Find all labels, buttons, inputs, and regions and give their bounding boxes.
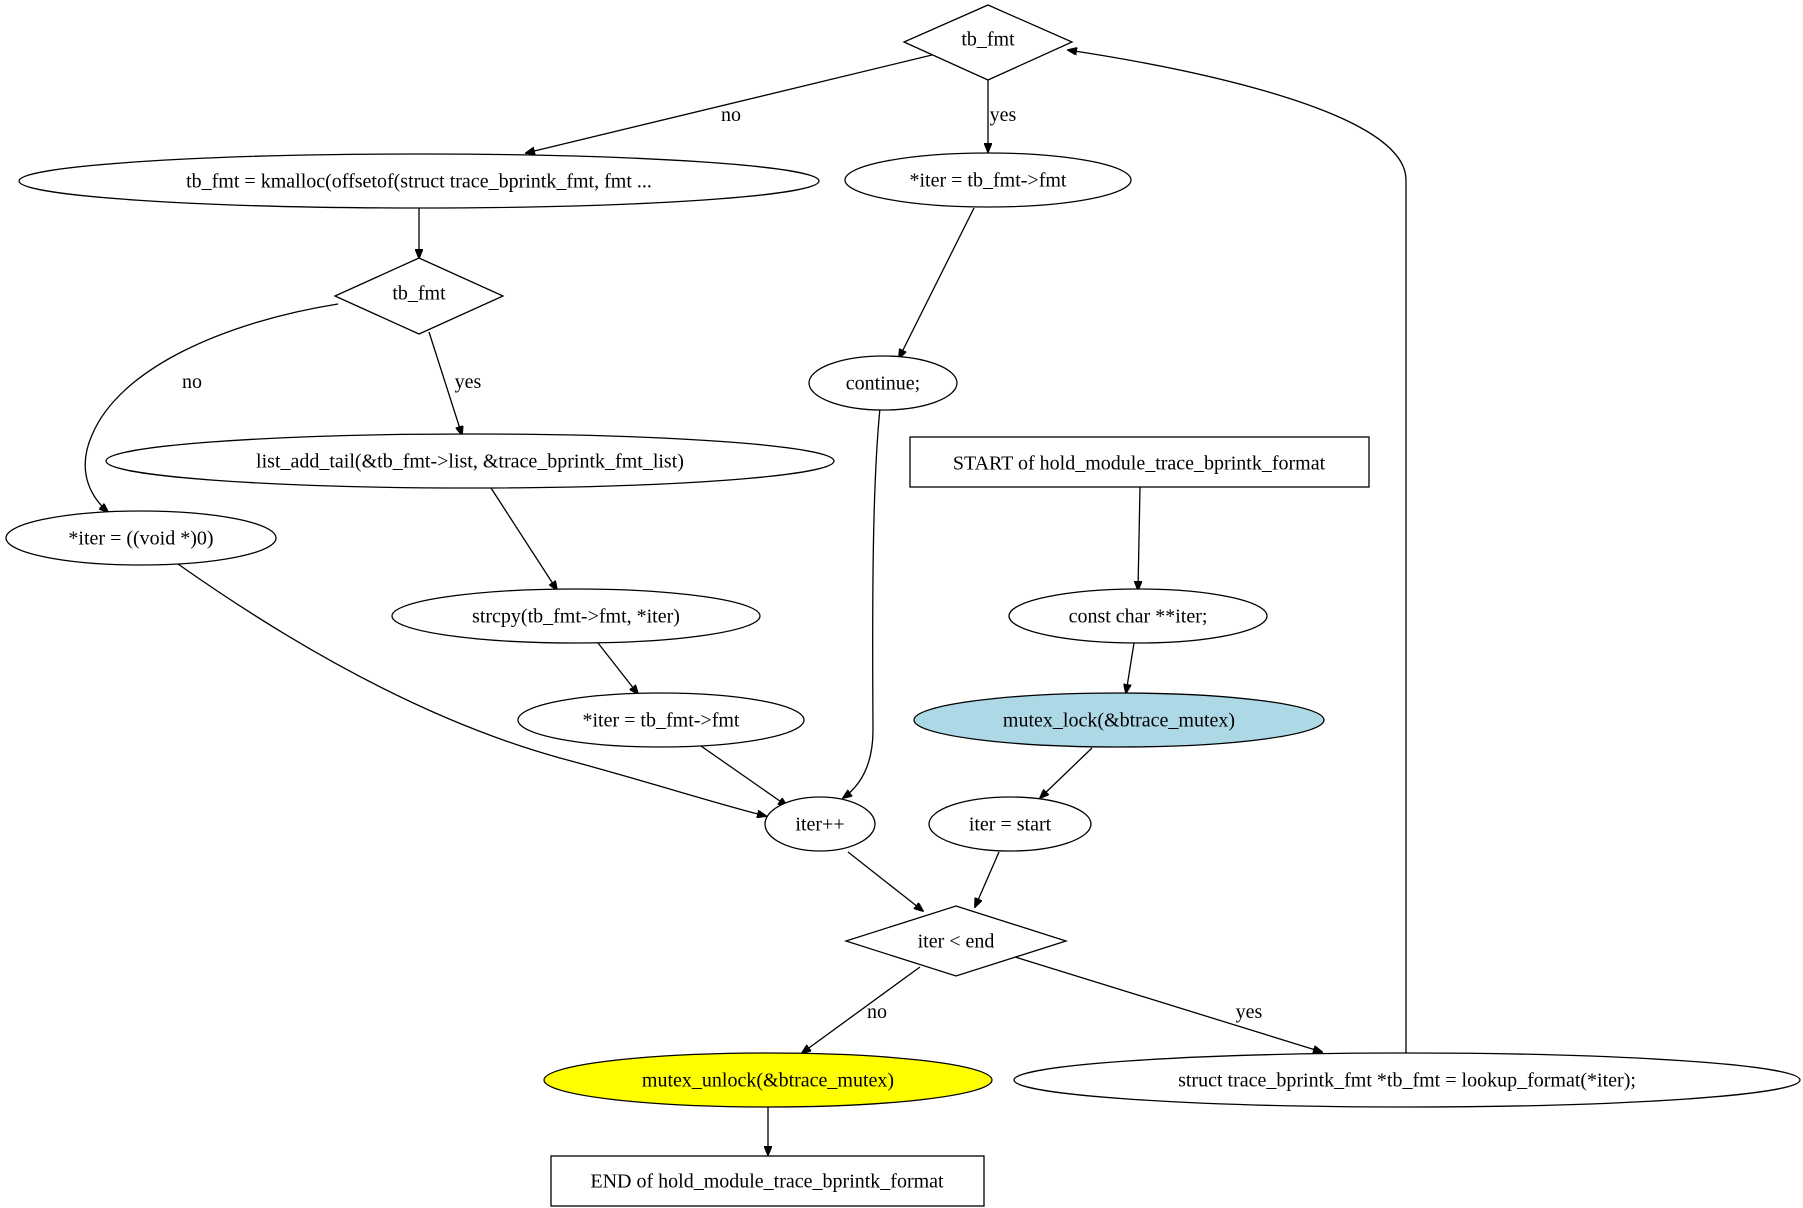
iter-null-node: *iter = ((void *)0) — [5, 510, 277, 566]
mutex-lock-node: mutex_lock(&btrace_mutex) — [913, 692, 1325, 748]
edges — [84, 50, 1407, 1155]
strcpy-node: strcpy(tb_fmt->fmt, *iter) — [391, 588, 761, 644]
edge-check2-to-listadd — [428, 331, 462, 435]
lookup-node: struct trace_bprintk_fmt *tb_fmt = looku… — [1013, 1052, 1801, 1108]
edge-iterstart-to-loop — [975, 851, 1000, 907]
mutex-lock-shape — [913, 692, 1325, 748]
edge-lookup-to-check1 — [1068, 50, 1407, 1053]
list-add-node: list_add_tail(&tb_fmt->list, &trace_bpri… — [105, 433, 835, 489]
iter-inc-node: iter++ — [764, 796, 876, 852]
iter-decl-label: const char **iter; — [1069, 606, 1208, 628]
edge-check1-to-kmalloc — [526, 54, 933, 153]
end-node-label: END of hold_module_trace_bprintk_format — [590, 1171, 944, 1193]
edge-listadd-to-strcpy — [490, 487, 557, 590]
edge-lock-to-iterstart — [1040, 747, 1093, 798]
edge-assign1-to-continue — [899, 207, 975, 358]
start-node: START of hold_module_trace_bprintk_forma… — [909, 436, 1370, 488]
iter-assign-fmt1-label: *iter = tb_fmt->fmt — [910, 170, 1067, 192]
mutex-lock-label: mutex_lock(&btrace_mutex) — [1003, 710, 1235, 732]
edge-continue-to-iterinc — [843, 407, 881, 798]
nodes: START of hold_module_trace_bprintk_forma… — [5, 4, 1801, 1207]
iter-assign-fmt1-node: *iter = tb_fmt->fmt — [844, 152, 1132, 208]
tb-fmt-check2-label: tb_fmt — [392, 283, 446, 305]
continue-label: continue; — [846, 373, 920, 395]
edge-loop-to-unlock — [802, 966, 921, 1053]
edge-strcpy-to-assign2 — [597, 642, 638, 694]
loop-condition-node: iter < end — [843, 905, 1069, 977]
lookup-label: struct trace_bprintk_fmt *tb_fmt = looku… — [1178, 1070, 1636, 1092]
iter-decl-node: const char **iter; — [1008, 588, 1268, 644]
edge-iterinc-to-loop — [847, 851, 923, 911]
kmalloc-label: tb_fmt = kmalloc(offsetof(struct trace_b… — [186, 171, 652, 193]
list-add-label: list_add_tail(&tb_fmt->list, &trace_bpri… — [256, 451, 684, 473]
edge-loop-to-lookup — [1014, 956, 1322, 1052]
mutex-unlock-shape — [543, 1052, 993, 1108]
edge-labels: no yes no yes no yes — [182, 104, 1263, 1023]
edge-label-check2-no: no — [182, 371, 202, 393]
edge-label-check1-no: no — [721, 104, 741, 126]
kmalloc-node: tb_fmt = kmalloc(offsetof(struct trace_b… — [18, 153, 820, 209]
iter-assign-fmt2-node: *iter = tb_fmt->fmt — [517, 692, 805, 748]
edge-start-to-decl — [1138, 486, 1140, 590]
strcpy-label: strcpy(tb_fmt->fmt, *iter) — [472, 606, 680, 628]
edge-label-check2-yes: yes — [455, 371, 482, 393]
iter-assign-fmt2-label: *iter = tb_fmt->fmt — [583, 710, 740, 732]
tb-fmt-check2-node: tb_fmt — [333, 257, 505, 335]
iter-start-node: iter = start — [928, 796, 1092, 852]
edge-null-to-iterinc — [177, 563, 766, 816]
mutex-unlock-node: mutex_unlock(&btrace_mutex) — [543, 1052, 993, 1108]
edge-assign2-to-iterinc — [700, 745, 787, 806]
edge-label-loop-yes: yes — [1236, 1001, 1263, 1023]
tb-fmt-check1-label: tb_fmt — [961, 29, 1015, 51]
edge-label-loop-no: no — [867, 1001, 887, 1023]
iter-start-label: iter = start — [969, 814, 1052, 836]
loop-condition-label: iter < end — [918, 931, 995, 953]
mutex-unlock-label: mutex_unlock(&btrace_mutex) — [642, 1070, 894, 1092]
tb-fmt-check1-node: tb_fmt — [902, 4, 1074, 81]
start-node-label: START of hold_module_trace_bprintk_forma… — [953, 453, 1326, 475]
end-node: END of hold_module_trace_bprintk_format — [550, 1155, 985, 1207]
iter-null-label: *iter = ((void *)0) — [68, 528, 213, 550]
edge-label-check1-yes: yes — [990, 104, 1017, 126]
continue-node: continue; — [808, 355, 958, 411]
edge-check2-to-null — [84, 303, 339, 512]
edge-decl-to-lock — [1126, 642, 1135, 693]
iter-inc-label: iter++ — [795, 814, 844, 836]
